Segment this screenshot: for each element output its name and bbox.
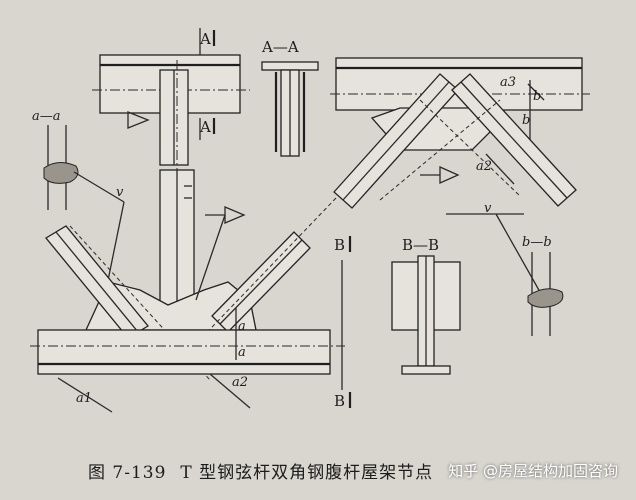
fillet-weld-aa <box>43 162 79 184</box>
dim-a2-left: a2 <box>232 375 248 390</box>
section-a-label-top: A <box>199 30 211 48</box>
watermark: 知乎 @房屋结构加固咨询 <box>448 462 618 480</box>
arrow-marker-lower <box>224 206 246 224</box>
section-aa-title: A—A <box>261 38 299 56</box>
figure-caption: 图 7-139 T 型钢弦杆双角钢腹杆屋架节点 <box>88 458 447 483</box>
section-bb-title: B—B <box>402 236 439 254</box>
fillet-weld-bb <box>527 288 564 308</box>
arrow-marker-upper <box>127 111 150 129</box>
section-b-markers: B B <box>334 236 352 410</box>
section-b-label-top: B <box>334 236 345 254</box>
dim-a3: a3 <box>500 75 516 90</box>
dim-b-upper: b <box>533 89 541 104</box>
arrow-marker-apex <box>439 165 460 185</box>
dim-a2-right: a2 <box>476 159 492 174</box>
dim-a1: a1 <box>76 391 92 406</box>
section-a-label-bottom: A <box>199 118 211 136</box>
dim-a-lower: a <box>238 345 246 360</box>
figure-number: 图 7-139 <box>88 463 167 483</box>
bottom-chord <box>37 329 331 375</box>
detail-bb-label: b—b <box>522 235 552 250</box>
detail-aa-label: a—a <box>32 109 61 124</box>
lower-left-node <box>30 60 345 381</box>
upper-left-node <box>92 28 250 166</box>
weld-v-right: v <box>484 201 492 216</box>
section-aa-view: A—A <box>261 38 319 157</box>
section-bb-view: B—B <box>391 236 461 375</box>
figure-title: T 型钢弦杆双角钢腹杆屋架节点 <box>180 463 434 483</box>
dimensions-lower-left: a1 a2 a a <box>57 308 251 413</box>
tee-flange <box>261 61 319 71</box>
dim-b-lower: b <box>522 113 530 128</box>
section-bb-flange <box>401 365 451 375</box>
section-a-markers: A A <box>199 30 216 136</box>
dim-a-upper: a <box>238 319 246 334</box>
detail-bb: b—b <box>522 235 564 336</box>
upper-right-node: a3 b b a2 v <box>330 57 590 293</box>
section-b-label-bottom: B <box>334 392 345 410</box>
weld-v-left: v <box>116 185 124 200</box>
